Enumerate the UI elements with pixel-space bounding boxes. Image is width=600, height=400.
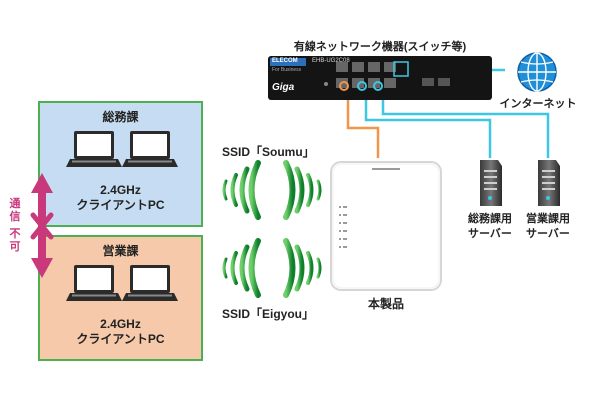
- switch-brand: ELECOM: [272, 58, 298, 64]
- switch-logo: Giga: [272, 82, 295, 93]
- cyan-cable-1: [364, 88, 492, 158]
- ssid-soumu: SSID「Soumu」: [222, 145, 315, 159]
- pc-label-line2: クライアントPC: [76, 198, 165, 212]
- switch-model: EHB-UG2C08: [312, 58, 350, 64]
- server-icon: [538, 160, 560, 206]
- server-label-eigyou-line2: サーバー: [526, 228, 570, 240]
- switch-title: 有線ネットワーク機器(スイッチ等): [293, 41, 467, 53]
- laptop-icon: [122, 131, 178, 167]
- laptop-icon: [66, 131, 122, 167]
- server-icon: [480, 160, 502, 206]
- cyan-cable-2: [381, 88, 550, 158]
- orange-cable: [346, 88, 380, 158]
- pc-label-line2: クライアントPC: [76, 332, 165, 346]
- internet-label: インターネット: [499, 98, 577, 110]
- laptop-icons: [66, 265, 178, 301]
- switch-device: [268, 56, 492, 100]
- ssid-eigyou: SSID「Eigyou」: [222, 307, 315, 321]
- laptop-icon: [122, 265, 178, 301]
- server-label-soumu-line2: サーバー: [468, 228, 512, 240]
- ap-label: 本製品: [367, 297, 404, 311]
- access-point-icon: [330, 161, 442, 291]
- group-eigyou: 営業課 2.4GHz クライアントPC: [38, 235, 203, 361]
- pc-label-line1: 2.4GHz: [100, 183, 141, 197]
- laptop-icon: [66, 265, 122, 301]
- pc-label-line1: 2.4GHz: [100, 317, 141, 331]
- globe-icon: [517, 52, 557, 92]
- server-label-eigyou-line1: 営業課用: [526, 213, 570, 225]
- server-label-soumu-line1: 総務課用: [468, 213, 512, 225]
- group-title: 営業課: [102, 244, 139, 258]
- switch-subtitle: For Business: [272, 67, 302, 73]
- group-title: 総務課: [102, 110, 139, 124]
- wifi-waves-soumu: [222, 160, 322, 220]
- wifi-waves-eigyou: [222, 238, 322, 298]
- laptop-icons: [66, 131, 178, 167]
- blocked-label-line2: 不可: [9, 228, 21, 253]
- group-soumu: 総務課 2.4GHz クライアントPC: [38, 101, 203, 227]
- blocked-label-line1: 通信: [9, 198, 21, 223]
